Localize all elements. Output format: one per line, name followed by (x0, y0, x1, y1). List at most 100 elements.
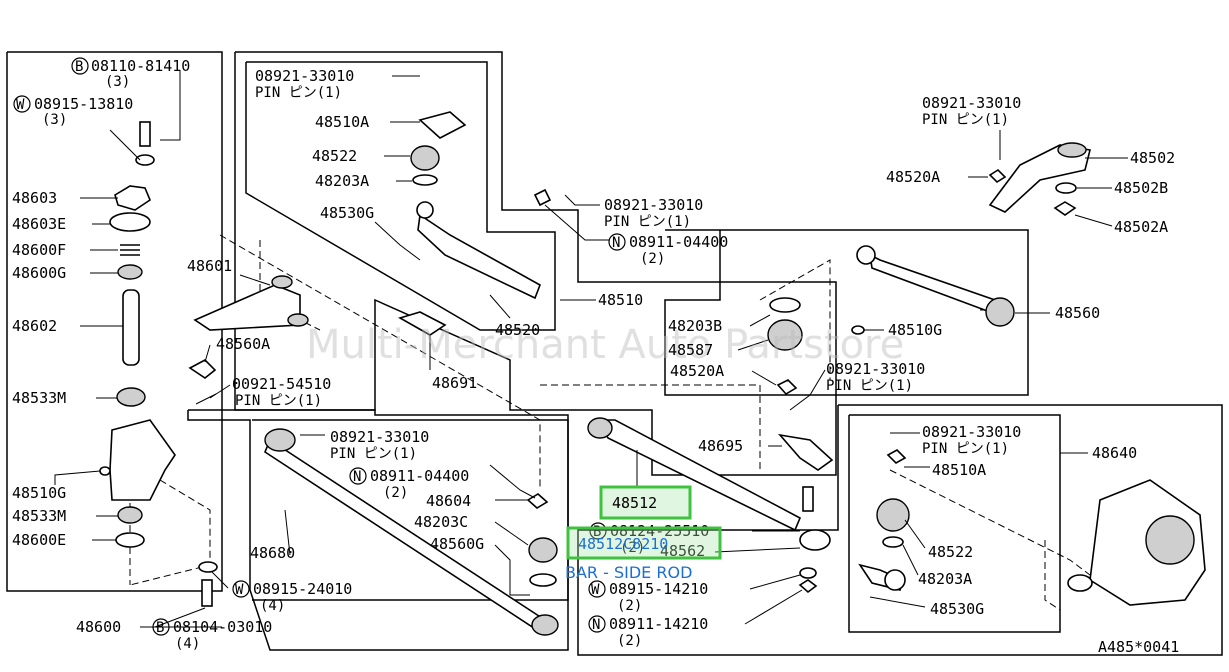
label-08921-33010-a[interactable]: 08921-33010 (255, 67, 354, 85)
label-48203A-right[interactable]: 48203A (918, 570, 972, 588)
label-48510[interactable]: 48510 (598, 291, 643, 309)
label-48604[interactable]: 48604 (426, 492, 471, 510)
frame-right-upper (664, 229, 1029, 396)
highlight-catalog-number-text[interactable]: 48512C8210 (578, 535, 668, 553)
label-48560A[interactable]: 48560A (216, 335, 270, 353)
label-48520A-top[interactable]: 48520A (886, 168, 940, 186)
side-rod-end-b (799, 529, 831, 551)
clip-48691-shape (397, 311, 447, 336)
label-48640[interactable]: 48640 (1092, 444, 1137, 462)
frame-bottom-center (187, 409, 569, 651)
nut-48502A-shape (1053, 201, 1077, 216)
group-highlight: 48512 48512C8210 BAR - SIDE ROD (565, 485, 722, 582)
bushing-48533M-b-shape (117, 506, 143, 524)
highlight-part-number-text[interactable]: 48512 (612, 494, 657, 512)
highlight-catalog-number[interactable]: 48512C8210 (566, 526, 722, 560)
group-labels-bottom-center: 08921-33010 PIN ピン(1) N 08911-04400 (2) … (152, 428, 709, 652)
label-08911-04400-a[interactable]: 08911-04400 (629, 233, 728, 251)
tie-rod-ball-right (884, 569, 906, 591)
label-48603E[interactable]: 48603E (12, 215, 66, 233)
highlight-part-number[interactable]: 48512 (599, 485, 692, 520)
washer-shape (135, 154, 155, 166)
lead-48530G-top (374, 221, 421, 261)
lead-48560A (204, 344, 211, 363)
lead-48562 (714, 547, 801, 553)
pitman-boss-top (1057, 142, 1087, 158)
label-48510A-right[interactable]: 48510A (932, 461, 986, 479)
diagram-code: A485*0041 (1098, 638, 1179, 656)
nut-08911-14210-shape (798, 579, 818, 594)
group-labels-right-upper: 08921-33010 PIN ピン(1) 48502 48520A 48502… (668, 94, 1175, 455)
group-labels-left: B 08110-81410 (3) W 08915-13810 (3) 4860… (12, 57, 190, 636)
boot-48587-shape (767, 319, 803, 351)
label-48203B[interactable]: 48203B (668, 317, 722, 335)
shaft-48602-shape (122, 289, 140, 366)
label-08921-33010-d[interactable]: 08921-33010 (826, 360, 925, 378)
nut-48520A-top-shape (988, 168, 1007, 184)
label-08915-14210[interactable]: 08915-14210 (609, 580, 708, 598)
label-48203A-top[interactable]: 48203A (315, 172, 369, 190)
seal-48603E-shape (109, 212, 151, 232)
label-48600[interactable]: 48600 (76, 618, 121, 636)
label-48510G-left[interactable]: 48510G (12, 484, 66, 502)
label-08911-14210[interactable]: 08911-14210 (609, 615, 708, 633)
label-48695[interactable]: 48695 (698, 437, 743, 455)
label-48522-right[interactable]: 48522 (928, 543, 973, 561)
label-48600G[interactable]: 48600G (12, 264, 66, 282)
tie-rod-ball-top-shape (416, 201, 434, 219)
label-48533M-a[interactable]: 48533M (12, 389, 66, 407)
idler-body-shape (109, 419, 176, 501)
lead-48560G (494, 544, 530, 596)
label-48522-top[interactable]: 48522 (312, 147, 357, 165)
label-08915-13810[interactable]: 08915-13810 (34, 95, 133, 113)
label-48691[interactable]: 48691 (432, 374, 477, 392)
label-08104-03010[interactable]: 08104-03010 (173, 618, 272, 636)
label-48530G-right[interactable]: 48530G (930, 600, 984, 618)
label-08911-04400-b[interactable]: 08911-04400 (370, 467, 469, 485)
label-48600E[interactable]: 48600E (12, 531, 66, 549)
label-08110-81410[interactable]: 08110-81410 (91, 57, 190, 75)
qty-08915-14210: (2) (617, 598, 642, 614)
label-48520A-mid[interactable]: 48520A (670, 362, 724, 380)
label-48502B[interactable]: 48502B (1114, 179, 1168, 197)
label-08921-33010-f[interactable]: 08921-33010 (330, 428, 429, 446)
lead-48530G-right (869, 596, 926, 608)
rod-48680-end-a (264, 428, 296, 452)
label-48203C[interactable]: 48203C (414, 513, 468, 531)
frame-right-lower (577, 404, 1223, 656)
prefix-08915-13810: W (16, 97, 25, 113)
label-48603[interactable]: 48603 (12, 189, 57, 207)
label-48560[interactable]: 48560 (1055, 304, 1100, 322)
lead-00921 (209, 384, 231, 399)
label-48562[interactable]: 48562 (660, 542, 705, 560)
label-48520[interactable]: 48520 (495, 321, 540, 339)
lead-08104 (154, 607, 206, 628)
label-48600F[interactable]: 48600F (12, 241, 66, 259)
ring-48203A-right-shape (882, 536, 904, 548)
label-08921-33010-c[interactable]: 08921-33010 (922, 94, 1021, 112)
knuckle-hub (1145, 515, 1195, 565)
label-48560G[interactable]: 48560G (430, 535, 484, 553)
label-48530G-top[interactable]: 48530G (320, 204, 374, 222)
qty-08915-13810: (3) (42, 112, 67, 128)
label-48510A-top[interactable]: 48510A (315, 113, 369, 131)
label-48510G-mid[interactable]: 48510G (888, 321, 942, 339)
label-00921-54510[interactable]: 00921-54510 (232, 375, 331, 393)
label-48502[interactable]: 48502 (1130, 149, 1175, 167)
label-48533M-b[interactable]: 48533M (12, 507, 66, 525)
boot-48522-right-shape (876, 498, 910, 532)
label-08921-33010-b[interactable]: 08921-33010 (604, 196, 703, 214)
lead-08921-d (789, 369, 826, 411)
lead-48680 (284, 509, 291, 556)
label-48680[interactable]: 48680 (250, 544, 295, 562)
label-48587[interactable]: 48587 (668, 341, 713, 359)
label-48602[interactable]: 48602 (12, 317, 57, 335)
label-48502A[interactable]: 48502A (1114, 218, 1168, 236)
note-08921-33010-c: PIN ピン(1) (922, 112, 1009, 128)
label-08921-33010-e[interactable]: 08921-33010 (922, 423, 1021, 441)
label-08915-24010[interactable]: 08915-24010 (253, 580, 352, 598)
lead-48510G-left (54, 470, 101, 485)
label-48601[interactable]: 48601 (187, 257, 232, 275)
lead-48520A-mid (751, 370, 777, 386)
